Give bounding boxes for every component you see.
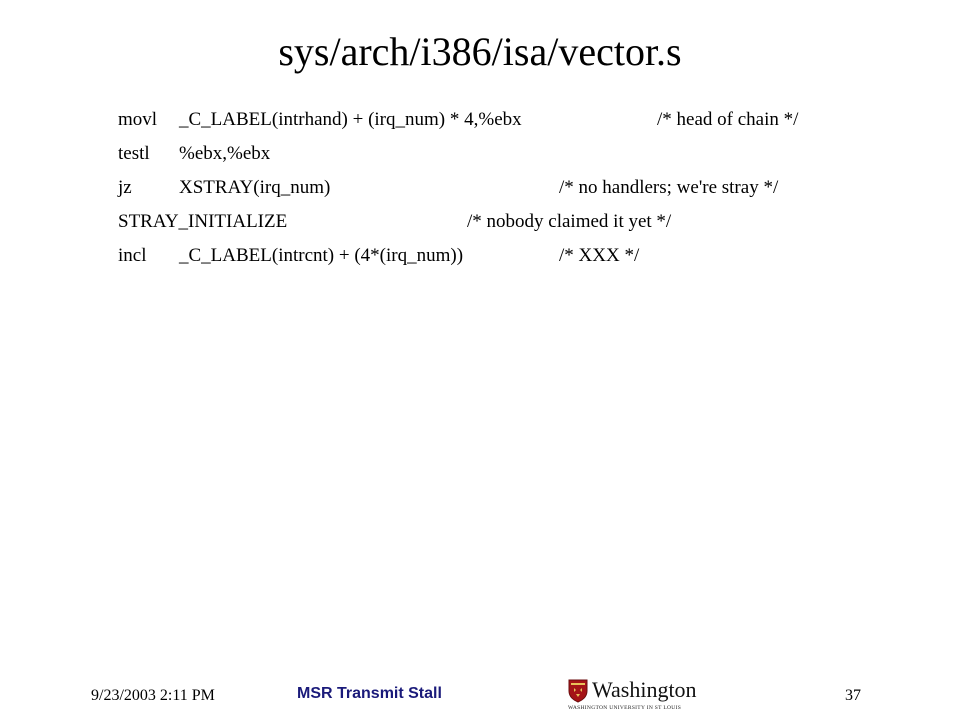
code-op: STRAY_INITIALIZE <box>118 211 288 232</box>
code-comment: /* no handlers; we're stray */ <box>559 177 779 198</box>
page-number: 37 <box>845 687 861 704</box>
code-op: movl <box>118 109 158 130</box>
shield-icon <box>568 679 588 703</box>
code-op: jz <box>118 177 132 198</box>
code-comment: /* XXX */ <box>559 245 640 266</box>
code-arg: XSTRAY(irq_num) <box>179 177 331 198</box>
logo-tagline: WASHINGTON UNIVERSITY IN ST LOUIS <box>568 705 682 711</box>
code-comment: /* head of chain */ <box>657 109 799 130</box>
code-comment: /* nobody claimed it yet */ <box>467 211 672 232</box>
university-logo: Washington WASHINGTON UNIVERSITY IN ST L… <box>568 677 738 715</box>
code-op: testl <box>118 143 150 164</box>
code-arg: _C_LABEL(intrcnt) + (4*(irq_num)) <box>179 245 464 266</box>
footer-date: 9/23/2003 2:11 PM <box>91 687 215 704</box>
code-arg: %ebx,%ebx <box>179 143 271 164</box>
footer-title: MSR Transmit Stall <box>297 685 442 702</box>
logo-wordmark: Washington <box>592 677 697 702</box>
code-op: incl <box>118 245 147 266</box>
page-title: sys/arch/i386/isa/vector.s <box>278 29 682 74</box>
code-arg: _C_LABEL(intrhand) + (irq_num) * 4,%ebx <box>179 109 522 130</box>
